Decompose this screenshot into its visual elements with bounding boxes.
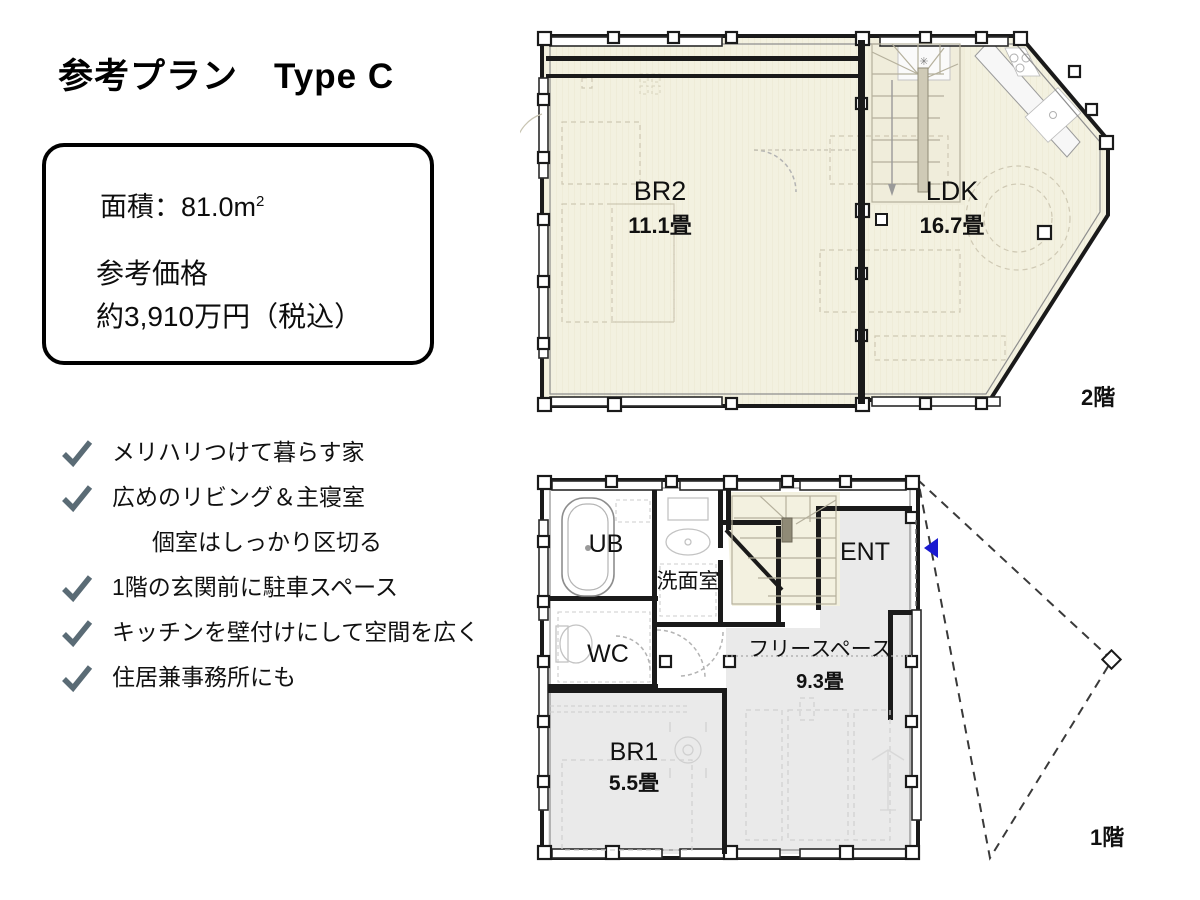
washbasin-icon bbox=[665, 497, 711, 556]
kitchen-sink bbox=[1024, 87, 1082, 143]
list-item: キッチンを壁付けにして空間を広く bbox=[52, 614, 522, 659]
sink-drain-icon bbox=[1049, 111, 1057, 119]
check-icon bbox=[62, 665, 93, 693]
floor-tag-2f: 2階 bbox=[1081, 385, 1116, 410]
door-swings-1f bbox=[615, 629, 724, 679]
floor-plan-2f: ✳ bbox=[520, 30, 1115, 413]
stove-burner-icons bbox=[1009, 53, 1031, 73]
list-item-label: 住居兼事務所にも bbox=[112, 664, 296, 690]
room-label-ldk: LDK bbox=[926, 176, 979, 206]
stair-newel-post bbox=[781, 517, 793, 543]
page-title: 参考プラン Type C bbox=[58, 57, 395, 96]
floor-fill-freespace bbox=[726, 628, 912, 854]
furniture-ghosts-1f bbox=[561, 697, 891, 851]
toilet-icon bbox=[555, 624, 593, 664]
list-item: メリハリつけて暮らす家 bbox=[52, 434, 522, 479]
info-panel: 参考プラン Type C 面積：81.0m2 参考価格 約3,910万円（税込）… bbox=[0, 0, 520, 900]
area-label: 面積：81.0m bbox=[100, 192, 257, 222]
fixture-dashes-1f bbox=[550, 499, 717, 713]
refrigerator-icon: ✳ bbox=[919, 56, 928, 68]
bathtub-icon bbox=[561, 497, 615, 597]
list-item-label: 個室はしっかり区切る bbox=[152, 529, 382, 555]
area-line: 面積：81.0m2 bbox=[100, 185, 264, 224]
balcony-arc-2f bbox=[520, 113, 543, 134]
list-item-label: 1階の玄関前に駐車スペース bbox=[112, 574, 399, 600]
price-value: 約3,910万円（税込） bbox=[96, 301, 363, 332]
overhang-corner-marker bbox=[1100, 648, 1123, 671]
entrance-direction-icon bbox=[924, 538, 938, 558]
room-label-br1: BR1 bbox=[610, 738, 659, 766]
floor-plan-1f: UB 洗面室 WC ENT フリースペース 9.3畳 BR1 5.5畳 bbox=[536, 474, 1123, 861]
ceiling-fixture-marker bbox=[875, 213, 888, 226]
list-item: 1階の玄関前に駐車スペース bbox=[52, 569, 522, 614]
list-item-continuation: 個室はしっかり区切る bbox=[52, 524, 522, 569]
check-icon bbox=[62, 620, 93, 648]
room-size-br1: 5.5畳 bbox=[609, 772, 659, 795]
kitchen-stove bbox=[1004, 47, 1041, 77]
room-label-ent: ENT bbox=[840, 538, 890, 566]
room-label-ub: UB bbox=[589, 530, 624, 558]
room-size-freespace: 9.3畳 bbox=[796, 670, 844, 693]
stair-down-arrow bbox=[888, 184, 896, 196]
interior-walls-2f bbox=[546, 40, 865, 404]
bicycle-icon bbox=[871, 749, 905, 811]
check-icon bbox=[62, 440, 93, 468]
list-item-label: キッチンを壁付けにして空間を広く bbox=[112, 619, 480, 645]
door-swing-br2 bbox=[753, 149, 797, 193]
washer-icon bbox=[669, 722, 707, 778]
floor-fill-br1 bbox=[548, 688, 726, 854]
check-icon bbox=[62, 485, 93, 513]
floor-fill-2f-west bbox=[542, 36, 862, 406]
room-size-br2: 11.1畳 bbox=[628, 213, 692, 238]
list-item-label: 広めのリビング＆主寝室 bbox=[112, 484, 365, 510]
interior-walls-1f bbox=[548, 490, 912, 854]
list-item: 広めのリビング＆主寝室 bbox=[52, 479, 522, 524]
list-item: 住居兼事務所にも bbox=[52, 659, 522, 704]
overhang-outline-1f bbox=[916, 477, 1114, 861]
feature-list: メリハリつけて暮らす家 広めのリビング＆主寝室 個室はしっかり区切る 1階の玄関… bbox=[52, 434, 522, 704]
stair-handrail bbox=[917, 67, 929, 193]
room-label-freespace: フリースペース bbox=[748, 638, 891, 661]
spec-box: 面積：81.0m2 参考価格 約3,910万円（税込） bbox=[42, 143, 434, 365]
floor-tag-1f: 1階 bbox=[1090, 825, 1125, 850]
room-label-washroom: 洗面室 bbox=[657, 570, 720, 593]
area-unit-superscript: 2 bbox=[256, 193, 265, 210]
room-label-wc: WC bbox=[587, 640, 629, 668]
room-size-ldk: 16.7畳 bbox=[920, 213, 985, 238]
stair-diagonal-wall bbox=[724, 528, 784, 592]
staircase-2f bbox=[871, 43, 961, 203]
check-icon bbox=[62, 575, 93, 603]
list-item-label: メリハリつけて暮らす家 bbox=[112, 439, 365, 465]
column-markers-1f bbox=[536, 474, 921, 861]
room-label-br2: BR2 bbox=[634, 176, 687, 206]
price-label: 参考価格 bbox=[96, 258, 209, 289]
